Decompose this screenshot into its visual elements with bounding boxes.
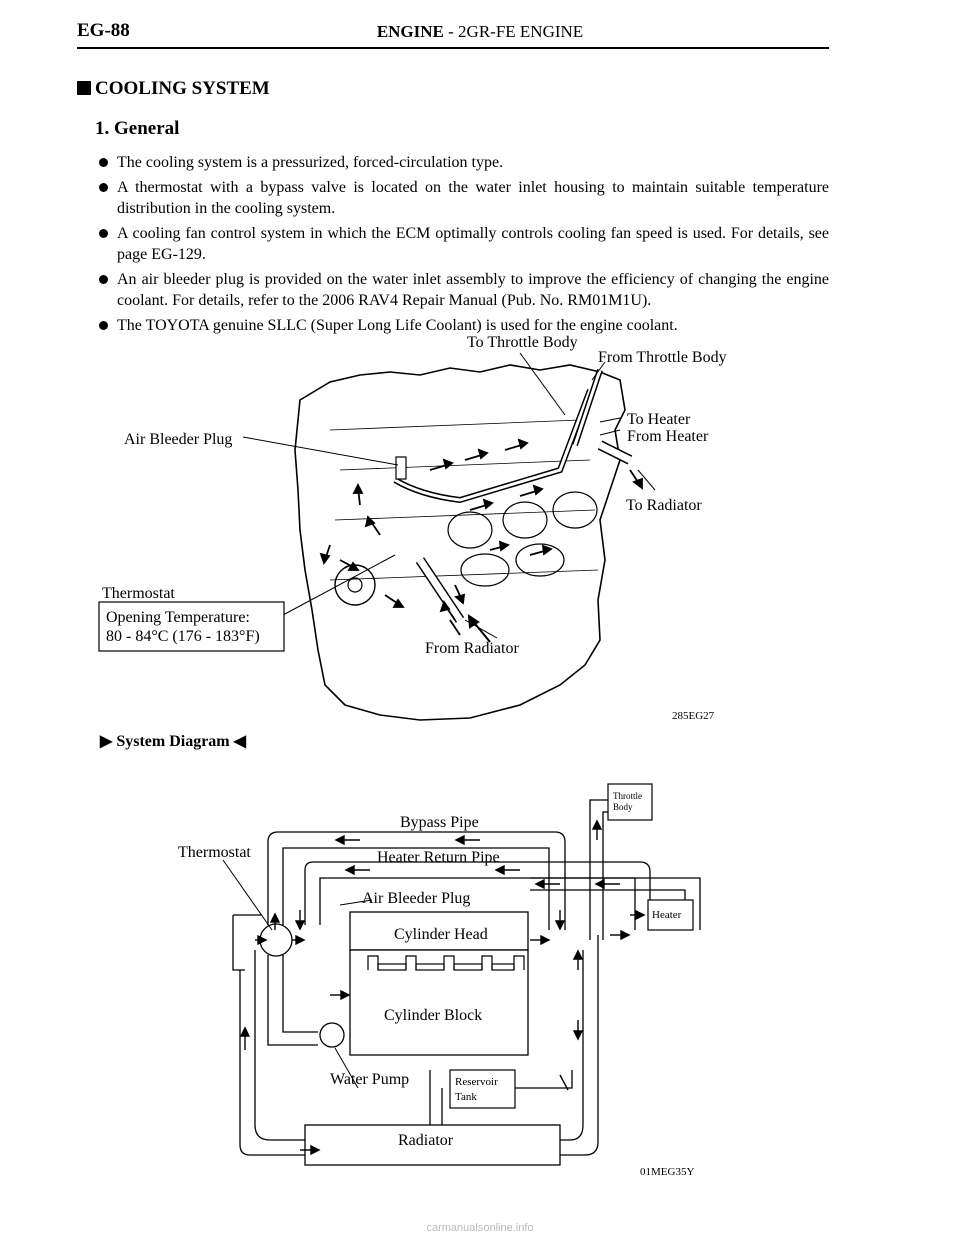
opening-temp-box xyxy=(98,601,285,652)
cylinder-block-box xyxy=(349,949,529,1056)
label-to-radiator: To Radiator xyxy=(626,497,702,514)
bullet-dot-icon xyxy=(99,275,108,284)
label-bypass-pipe: Bypass Pipe xyxy=(400,814,479,831)
system-diagram-figure: Throttle Body Bypass Pipe Thermostat Hea… xyxy=(178,783,701,1178)
engine-detail-lines xyxy=(329,419,599,581)
page-header-title: ENGINE - 2GR-FE ENGINE xyxy=(0,22,960,42)
label-cylinder-head: Cylinder Head xyxy=(394,926,488,943)
bullet-text: The cooling system is a pressurized, for… xyxy=(117,154,504,171)
label-cylinder-block: Cylinder Block xyxy=(384,1007,482,1024)
label-reservoir-1: Reservoir xyxy=(455,1076,498,1088)
label-opening-temp-1: Opening Temperature: xyxy=(106,609,250,626)
label-from-radiator: From Radiator xyxy=(425,640,519,657)
label-to-heater: To Heater xyxy=(627,411,691,428)
from-radiator-arrow xyxy=(467,614,491,643)
subsection-title: 1. General xyxy=(95,118,180,139)
water-pump-pulley xyxy=(334,564,376,606)
label-reservoir-2: Tank xyxy=(455,1091,477,1103)
footer-watermark: carmanualsonline.info xyxy=(426,1222,534,1234)
label-heater: Heater xyxy=(652,909,682,921)
label-thermostat-diagram: Thermostat xyxy=(178,844,251,861)
engine-cooling-figure: To Throttle Body From Throttle Body To H… xyxy=(98,334,727,722)
water-pump-symbol xyxy=(319,1022,345,1048)
engine-outline xyxy=(294,364,626,721)
page-code: EG-88 xyxy=(77,20,130,41)
label-opening-temp-2: 80 - 84°C (176 - 183°F) xyxy=(106,628,260,645)
system-diagram-heading: ▶ System Diagram ◀ xyxy=(100,733,246,750)
bullet-text: A cooling fan control system in which th… xyxy=(117,225,829,263)
label-air-bleeder-plug: Air Bleeder Plug xyxy=(124,431,232,448)
diagram-flow-arrows xyxy=(239,819,646,1156)
throttle-body-box xyxy=(607,783,653,821)
reservoir-tank-box xyxy=(449,1069,516,1109)
label-throttle-body-1: Throttle xyxy=(613,791,642,801)
bullet-item: The TOYOTA genuine SLLC (Super Long Life… xyxy=(99,315,829,336)
coolant-flow-arrows xyxy=(319,438,643,636)
bullet-dot-icon xyxy=(99,158,108,167)
callout-lines xyxy=(242,352,656,639)
square-bullet-icon xyxy=(77,81,91,95)
header-rule xyxy=(77,47,829,49)
label-to-throttle-body: To Throttle Body xyxy=(467,334,578,351)
label-from-heater: From Heater xyxy=(627,428,709,445)
label-radiator: Radiator xyxy=(398,1132,454,1149)
bullet-item: The cooling system is a pressurized, for… xyxy=(99,152,829,173)
bullet-item: An air bleeder plug is provided on the w… xyxy=(99,269,829,311)
bullet-list: The cooling system is a pressurized, for… xyxy=(99,152,829,340)
label-from-throttle-body: From Throttle Body xyxy=(598,349,727,366)
label-throttle-body-2: Body xyxy=(613,802,633,812)
label-heater-return-pipe: Heater Return Pipe xyxy=(377,849,500,866)
bullet-item: A cooling fan control system in which th… xyxy=(99,223,829,265)
system-diagram-heading-text: System Diagram xyxy=(116,733,230,750)
section-title-text: COOLING SYSTEM xyxy=(95,78,270,99)
label-thermostat: Thermostat xyxy=(102,585,175,602)
cylinder-passages xyxy=(367,955,525,971)
header-title-rest: - 2GR-FE ENGINE xyxy=(443,22,584,41)
bypass-pipe-shape xyxy=(393,388,593,504)
heater-box xyxy=(647,899,694,931)
radiator-box xyxy=(304,1124,561,1166)
figure-code: 285EG27 xyxy=(672,710,715,722)
diagram-callouts xyxy=(222,859,373,1089)
diagram-pipes xyxy=(232,799,701,1156)
air-bleeder-plug-shape xyxy=(395,456,407,480)
bullet-dot-icon xyxy=(99,321,108,330)
diagram-code: 01MEG35Y xyxy=(640,1166,694,1178)
bullet-text: An air bleeder plug is provided on the w… xyxy=(117,271,829,309)
bullet-text: A thermostat with a bypass valve is loca… xyxy=(117,179,829,217)
cylinder-head-box xyxy=(349,911,529,951)
label-water-pump: Water Pump xyxy=(330,1071,409,1088)
bullet-text: The TOYOTA genuine SLLC (Super Long Life… xyxy=(117,317,678,334)
bullet-dot-icon xyxy=(99,183,108,192)
cylinder-ports xyxy=(447,491,598,587)
bullet-item: A thermostat with a bypass valve is loca… xyxy=(99,177,829,219)
label-air-bleeder-plug-diagram: Air Bleeder Plug xyxy=(362,890,470,907)
bullet-dot-icon xyxy=(99,229,108,238)
header-title-bold: ENGINE xyxy=(376,22,444,41)
section-title: COOLING SYSTEM xyxy=(77,78,270,100)
